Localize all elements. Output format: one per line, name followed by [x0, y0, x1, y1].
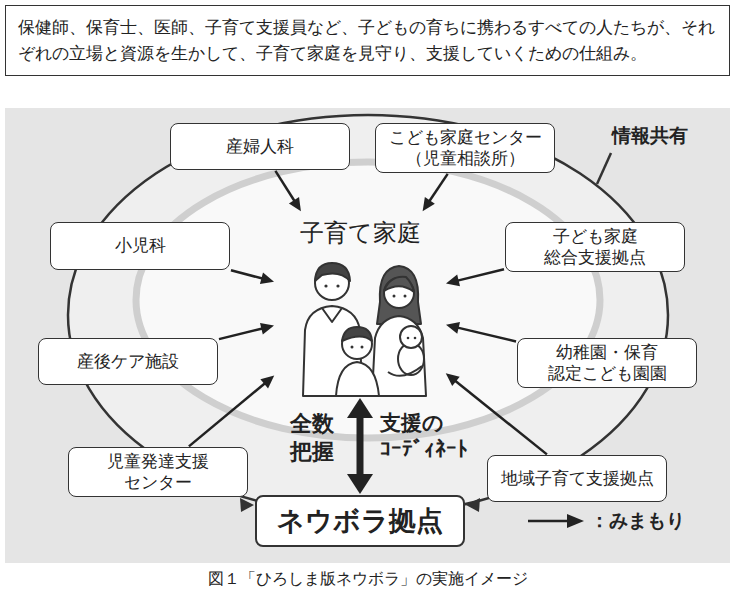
family-illustration	[372, 316, 426, 396]
connector-line	[219, 328, 262, 339]
arrowhead	[260, 323, 274, 335]
node-text: 産後ケア施設	[77, 351, 179, 372]
watch-arrow	[423, 174, 448, 211]
family-illustration	[315, 263, 350, 281]
watch-arrow	[275, 171, 301, 211]
family-illustration	[384, 277, 414, 292]
facility-box: 幼稚園・保育 認定こども園園	[517, 338, 697, 388]
facility-box: 地域子育て支援拠点	[487, 455, 667, 502]
arrowhead	[260, 376, 274, 389]
family-illustration	[407, 337, 410, 340]
connector-line	[189, 383, 265, 446]
legend-sample	[567, 514, 584, 528]
watch-arrow	[446, 322, 516, 341]
family-illustration	[351, 346, 354, 349]
arrowhead	[289, 197, 301, 211]
ring-arrowhead	[240, 498, 254, 512]
connector-line	[357, 417, 364, 475]
ring-label: 情報共有	[612, 124, 702, 148]
watch-arrow	[219, 323, 274, 339]
arrowhead	[347, 474, 373, 494]
node-text: 幼稚園・保育 認定こども園園	[526, 342, 688, 385]
arrowhead	[446, 275, 460, 287]
ring-arrowhead	[466, 498, 480, 512]
legend-sample	[528, 514, 584, 528]
arrow-label: 全数 把握	[290, 410, 340, 465]
family-illustration	[324, 284, 327, 287]
family-illustration	[361, 346, 364, 349]
leader-line	[597, 153, 611, 184]
watch-arrow	[231, 270, 274, 284]
family-illustration	[336, 362, 379, 396]
family-illustration	[336, 284, 339, 287]
double-arrow	[347, 398, 373, 494]
sharing-ring	[68, 115, 668, 515]
panel-ground	[5, 108, 730, 563]
connector-line	[275, 171, 294, 201]
node-text: 子育て家庭	[300, 218, 421, 248]
connector-line	[455, 381, 547, 455]
family-illustration	[322, 308, 342, 322]
arrowhead	[260, 273, 274, 285]
family-illustration	[414, 337, 417, 340]
arrowhead	[423, 197, 435, 211]
facility-box: 児童発達支援 センター	[68, 447, 248, 497]
arrow-label: 支援の ｺｰﾃﾞｨﾈｰﾄ	[380, 410, 475, 463]
node-text: 子ども家庭 総合支援拠点	[514, 226, 676, 269]
watch-arrow	[189, 376, 274, 447]
family-illustration	[400, 326, 422, 348]
connector-line	[231, 270, 262, 278]
legend-sample	[528, 520, 568, 523]
description-text: 保健師、保育士、医師、子育て支援員など、子どもの育ちに携わるすべての人たちが、そ…	[18, 14, 717, 67]
facility-box: 子ども家庭 総合支援拠点	[505, 222, 685, 272]
facility-box: 小児科	[50, 222, 230, 270]
figure-caption: 図１「ひろしま版ネウボラ」の実施イメージ	[0, 569, 736, 589]
arrowhead	[446, 322, 460, 334]
facility-box: こども家庭センター （児童相談所）	[375, 123, 555, 173]
arrowhead	[446, 373, 460, 386]
facility-box: 産後ケア施設	[38, 338, 218, 385]
family-illustration	[303, 263, 426, 396]
watch-arrow	[446, 269, 504, 286]
family-illustration	[388, 366, 422, 376]
legend-text: ：みまもり	[590, 509, 685, 533]
connector-line	[458, 328, 516, 342]
arrowhead	[347, 398, 373, 418]
connector-line	[429, 174, 447, 201]
inner-ring	[136, 162, 600, 438]
node-text: こども家庭センター （児童相談所）	[384, 127, 546, 170]
family-illustration	[404, 295, 407, 298]
node-text: 産婦人科	[226, 136, 294, 157]
hub-box: ネウボラ拠点	[255, 495, 465, 547]
description-box: 保健師、保育士、医師、子育て支援員など、子どもの育ちに携わるすべての人たちが、そ…	[5, 5, 730, 76]
connector-line	[458, 269, 504, 280]
node-text: 地域子育て支援拠点	[501, 468, 654, 489]
family-node: 子育て家庭	[275, 212, 445, 397]
node-text: 小児科	[115, 235, 166, 256]
family-illustration	[393, 295, 396, 298]
node-text: ネウボラ拠点	[277, 504, 443, 538]
facility-box: 産婦人科	[170, 123, 350, 170]
family-illustration	[342, 327, 372, 341]
node-text: 児童発達支援 センター	[77, 451, 239, 494]
